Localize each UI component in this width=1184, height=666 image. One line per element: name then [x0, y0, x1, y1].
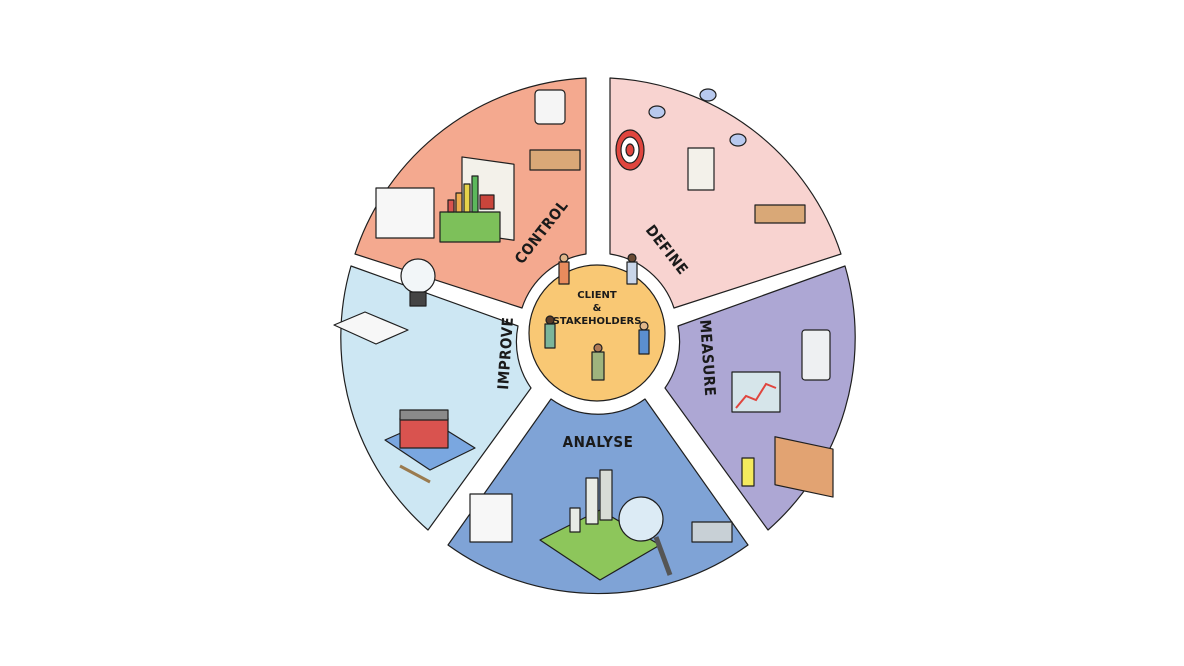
corkboard-icon	[774, 436, 834, 498]
lightbulb-icon	[400, 258, 436, 307]
speech-bubble-icon	[699, 88, 717, 102]
tablet-chart-icon	[801, 329, 831, 381]
target-icon	[615, 129, 645, 171]
segment-control: CONTROL	[354, 77, 587, 309]
segment-measure: MEASURE	[664, 265, 856, 531]
speech-bubble-icon	[648, 105, 666, 119]
person-firefighter-icon	[591, 343, 605, 381]
segment-define-shape	[609, 77, 842, 309]
segment-analyse: ANALYSE	[447, 398, 749, 595]
segment-improve: IMPROVE	[333, 258, 532, 531]
person-police-icon	[638, 321, 650, 355]
speech-bubble-icon	[729, 133, 747, 147]
calendar-icon	[375, 187, 435, 239]
laptop-chart-icon	[731, 371, 781, 413]
keyboard-icon	[691, 521, 733, 543]
center-label-line-1: CLIENT	[577, 290, 617, 301]
person-businesswoman-icon	[626, 253, 638, 285]
segment-label-improve: IMPROVE	[494, 316, 517, 390]
desk-icon	[529, 149, 581, 171]
building-model-icon	[384, 409, 476, 471]
segment-label-measure: MEASURE	[696, 319, 719, 397]
magnifying-glass-icon	[618, 496, 664, 542]
center-label-line-2: &	[593, 303, 602, 314]
center-label-line-3: STAKEHOLDERS	[553, 316, 642, 327]
segment-define: DEFINE	[609, 77, 842, 309]
surveyor-icon	[741, 457, 755, 487]
blueprint-papers-icon	[333, 311, 409, 345]
center-circle	[528, 264, 666, 402]
segment-label-analyse: ANALYSE	[563, 433, 634, 451]
office-desk-icon	[754, 204, 806, 224]
coffee-mug-icon	[534, 89, 566, 125]
chart-board-icon	[469, 493, 513, 543]
compass-tool-icon	[399, 464, 431, 484]
document-icon	[687, 147, 715, 191]
center-client-stakeholders: CLIENT & STAKEHOLDERS	[528, 253, 666, 402]
person-worker-icon	[558, 253, 570, 285]
person-technician-icon	[544, 315, 556, 349]
bar-chart-icon	[439, 175, 501, 243]
